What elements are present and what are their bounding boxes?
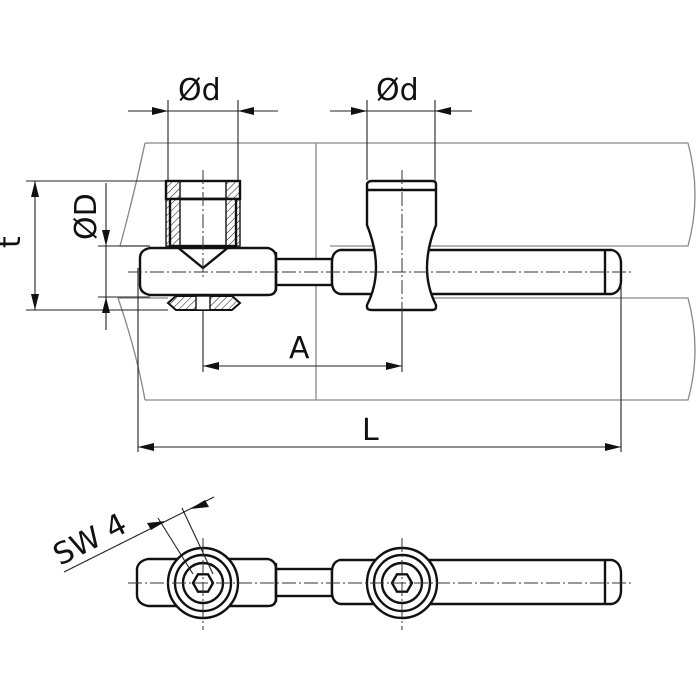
label-D: ØD: [69, 193, 104, 240]
left-sleeve: [164, 170, 242, 280]
label-t: t: [0, 236, 28, 248]
hex-socket-icon: [191, 573, 215, 593]
top-view: SW 4: [48, 496, 632, 630]
extension-lines: [26, 100, 622, 452]
dim-A: A: [203, 331, 402, 370]
label-d-left: Ød: [178, 73, 221, 108]
label-L: L: [362, 413, 379, 448]
dim-d-left: Ød: [128, 73, 278, 115]
left-washer: [166, 295, 242, 311]
dim-d-right: Ød: [330, 73, 472, 115]
dim-D: ØD: [69, 183, 110, 330]
dim-t: t: [0, 181, 39, 310]
label-d-right: Ød: [376, 73, 419, 108]
dim-L: L: [138, 413, 621, 451]
front-view: Ød Ød t ØD A: [0, 73, 696, 452]
label-SW: SW 4: [48, 507, 133, 573]
label-A: A: [289, 331, 310, 366]
